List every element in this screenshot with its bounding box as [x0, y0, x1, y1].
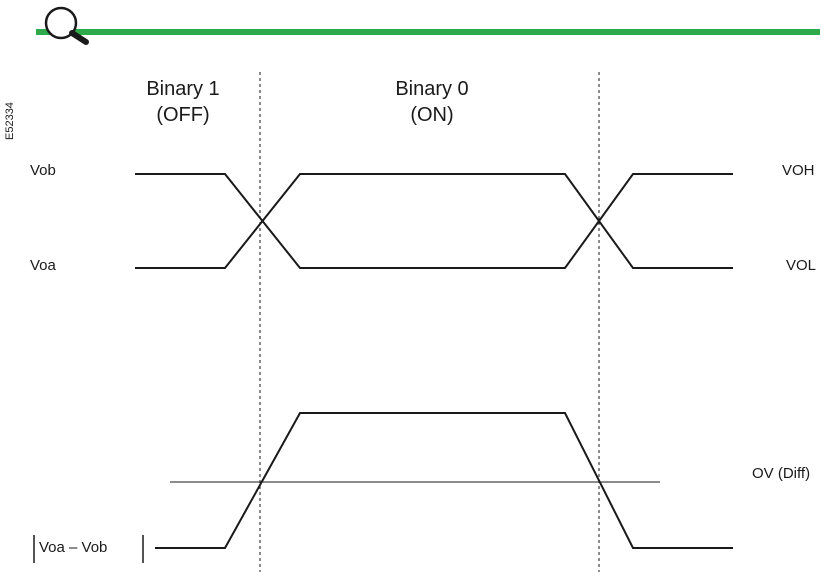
state1-title: Binary 1: [146, 78, 220, 100]
magnifier-icon: [44, 6, 89, 45]
diff-label: Voa – Vob: [39, 539, 108, 556]
diff-waveform: [155, 412, 733, 549]
vol-label: VOL: [786, 257, 817, 274]
voh-label: VOH: [782, 162, 815, 179]
state0-subtitle: (ON): [410, 104, 454, 126]
threshold-label: OV (Diff): [752, 465, 811, 482]
figure-id: E52334: [4, 102, 16, 140]
voa-label: Voa: [30, 257, 56, 274]
voa-waveform: [135, 173, 733, 269]
vob-label: Vob: [30, 162, 56, 179]
state0-title: Binary 0: [395, 78, 469, 100]
state1-subtitle: (OFF): [156, 104, 210, 126]
header-accent-bar: [36, 29, 820, 35]
vob-waveform: [135, 173, 733, 269]
